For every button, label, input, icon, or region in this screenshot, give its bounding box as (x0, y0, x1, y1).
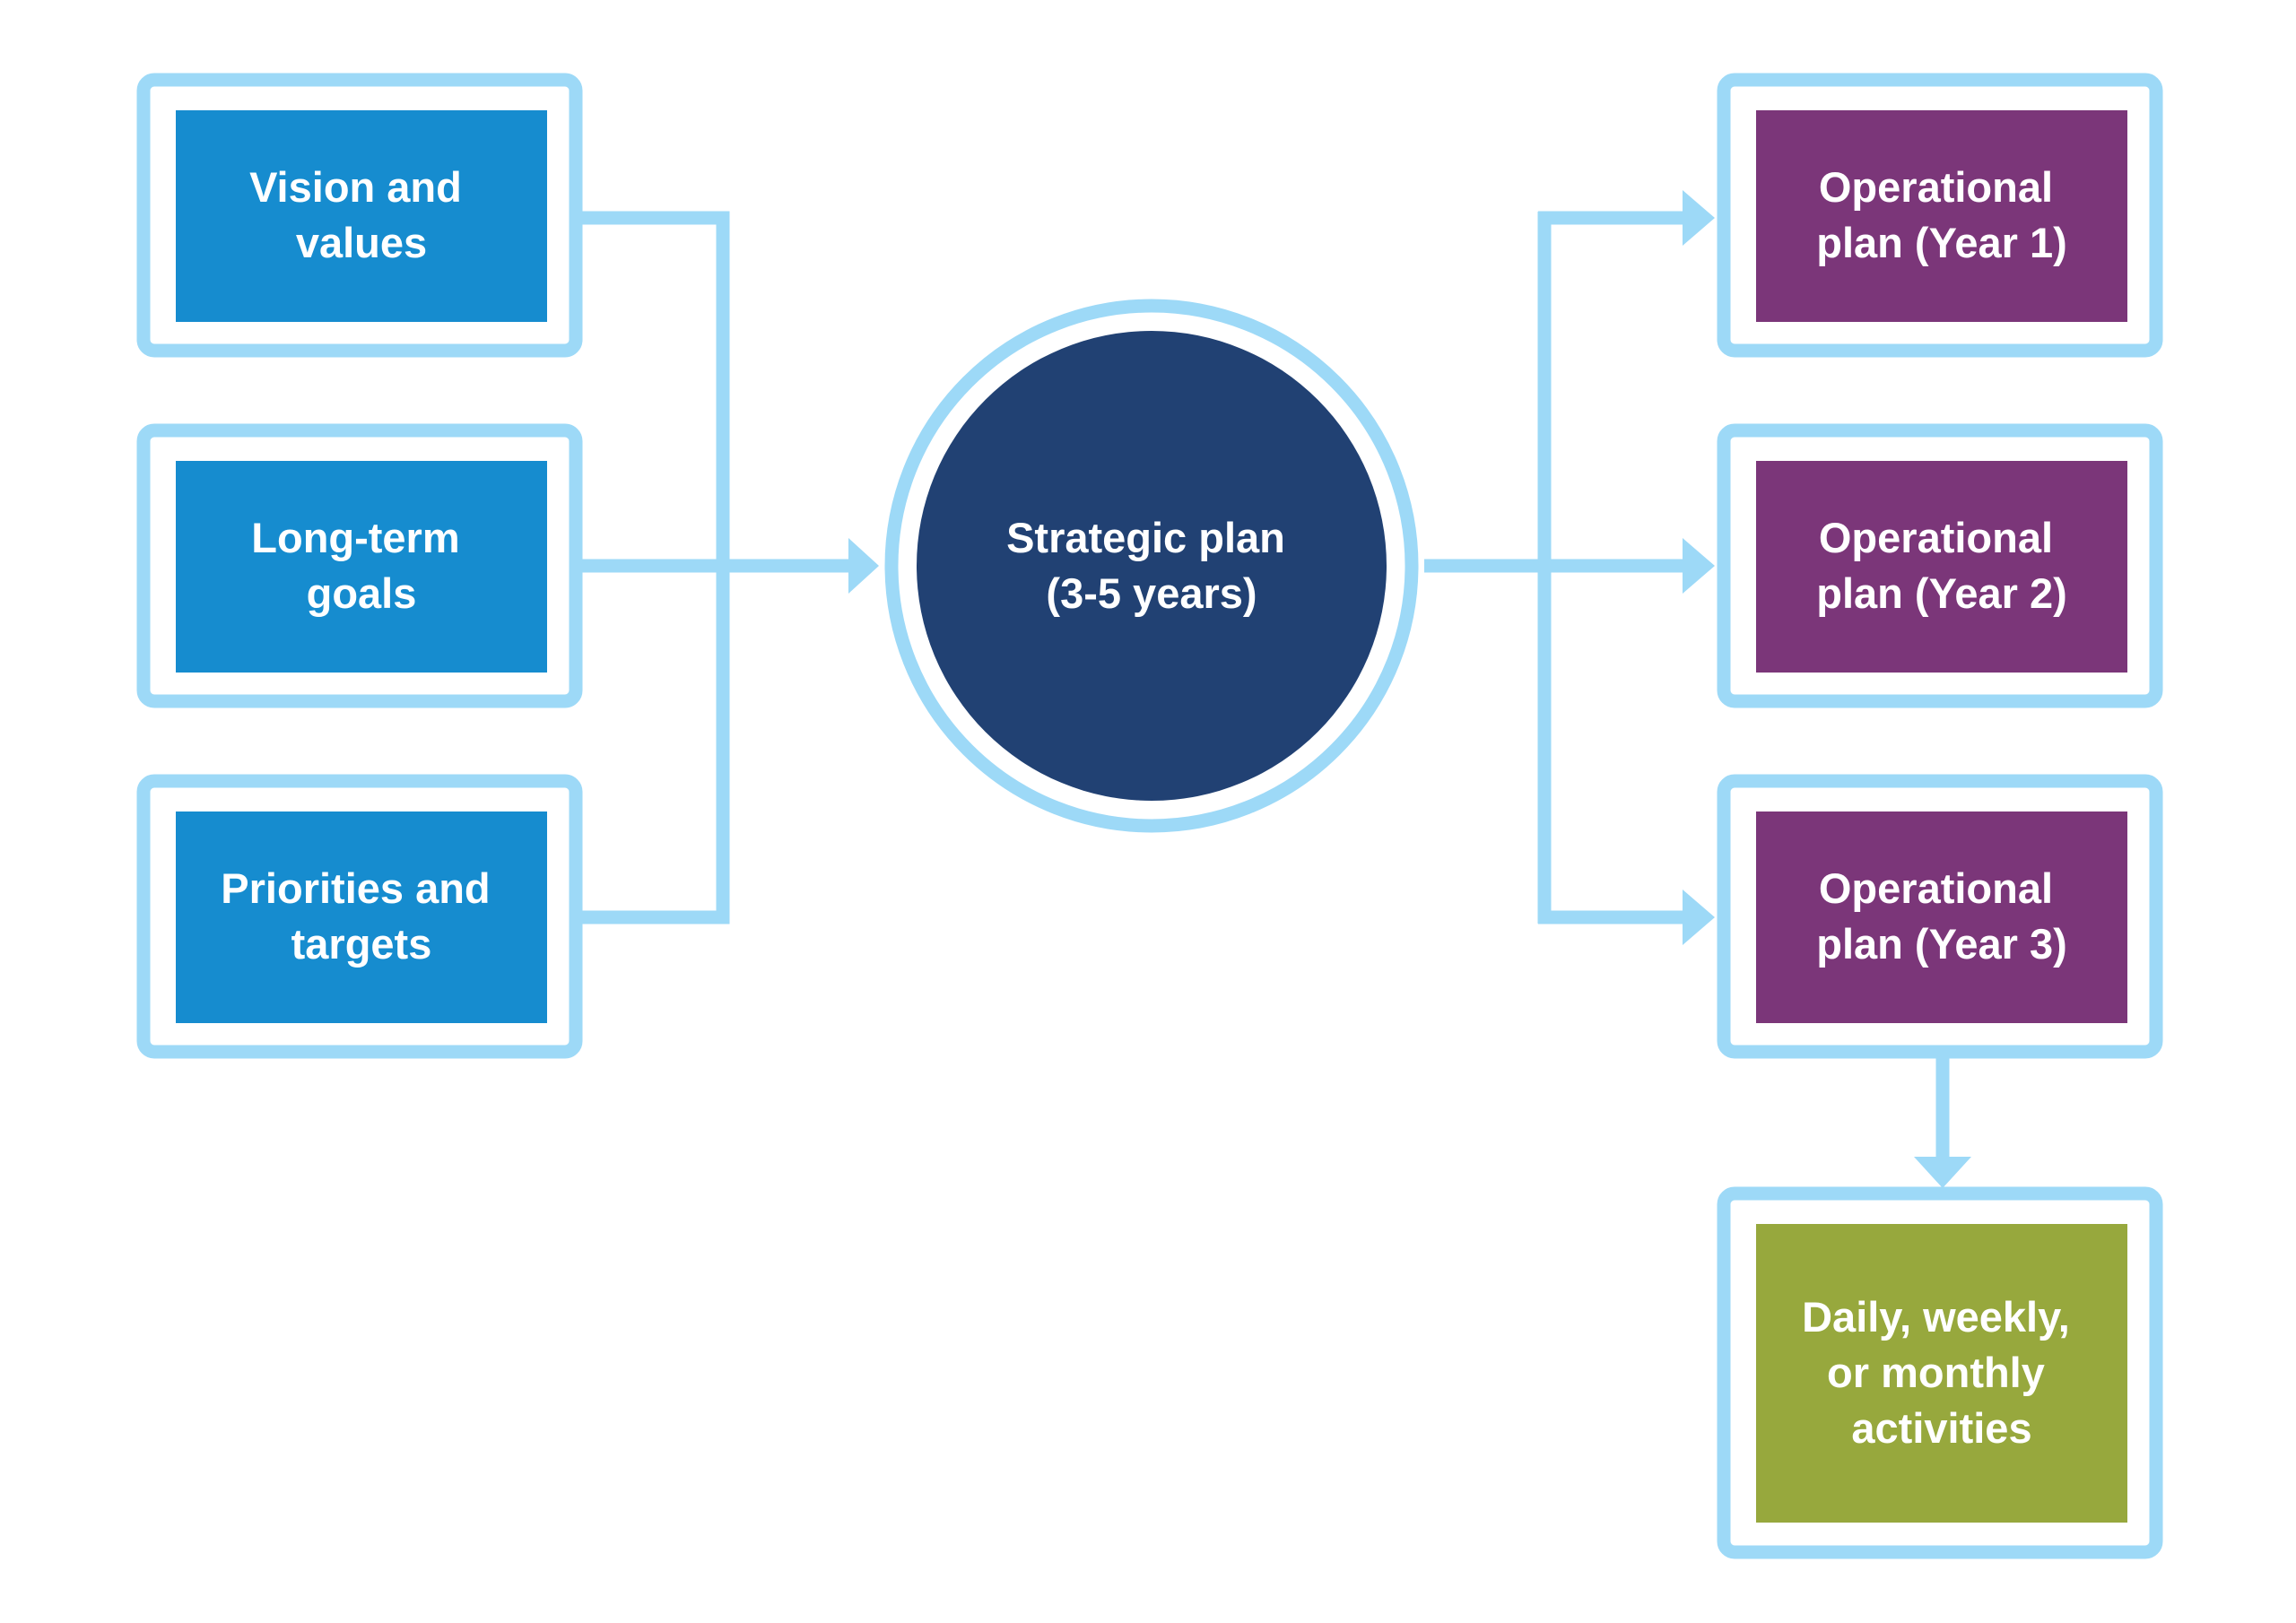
svg-text:Operational plan (Year 3: Operational plan (Year 3) (1816, 864, 2067, 968)
svg-text:Operational plan (Year 1: Operational plan (Year 1) (1816, 163, 2067, 266)
operational-label-year3-line1: Operational (1819, 864, 2053, 912)
activities-box: Daily, weekly, or monthly activities (1717, 1186, 2163, 1559)
input-label-goals-line2: goals (307, 569, 417, 617)
activities-label-line2: or monthly (1827, 1349, 2045, 1396)
input-box-vision: Vision and values (136, 73, 583, 358)
strategic-plan-label-line1: Strategic plan (1006, 514, 1285, 561)
operational-label-year1-line1: Operational (1819, 163, 2053, 211)
svg-text:Vision and values: Vision and values (249, 163, 474, 266)
arrow-to-strategic-plan (848, 538, 879, 594)
svg-text:Operational plan (Year 2: Operational plan (Year 2) (1816, 514, 2067, 617)
strategic-plan-circle: Strategic plan (3-5 years) (884, 299, 1419, 833)
arrow-to-year1 (1683, 190, 1715, 246)
operational-plan-box-year2: Operational plan (Year 2) (1717, 423, 2163, 708)
activities-label-line1: Daily, weekly, (1802, 1293, 2070, 1341)
input-label-vision-line1: Vision and (249, 163, 462, 211)
output-connectors (1424, 211, 1950, 1160)
activities-label-line3: activities (1851, 1404, 2031, 1452)
operational-plan-box-year1: Operational plan (Year 1) (1717, 73, 2163, 358)
operational-label-year3-line2: plan (Year 3) (1816, 920, 2067, 968)
input-label-goals-line1: Long-term (251, 514, 459, 561)
input-box-long-term-goals: Long-term goals (136, 423, 583, 708)
strategic-plan-label-line2: (3-5 years) (1046, 569, 1257, 617)
svg-text:Strategic plan (3-5 year: Strategic plan (3-5 years) (1006, 514, 1297, 617)
input-box-priorities: Priorities and targets (136, 774, 583, 1059)
operational-label-year2-line2: plan (Year 2) (1816, 569, 2067, 617)
arrow-to-year3 (1683, 890, 1715, 945)
operational-label-year2-line1: Operational (1819, 514, 2053, 561)
operational-plan-box-year3: Operational plan (Year 3) (1717, 774, 2163, 1059)
input-label-vision-line2: values (296, 219, 427, 266)
arrow-to-activities (1914, 1157, 1971, 1188)
svg-text:Long-term goals: Long-term goals (251, 514, 471, 617)
input-connectors (581, 211, 852, 924)
arrow-to-year2 (1683, 538, 1715, 594)
svg-text:Priorities and targets: Priorities and targets (221, 864, 501, 968)
operational-label-year1-line2: plan (Year 1) (1816, 219, 2067, 266)
input-label-priorities-line1: Priorities and (221, 864, 490, 912)
svg-text:Daily, weekly, or monthl: Daily, weekly, or monthly activities (1802, 1293, 2082, 1452)
input-label-priorities-line2: targets (291, 920, 432, 968)
